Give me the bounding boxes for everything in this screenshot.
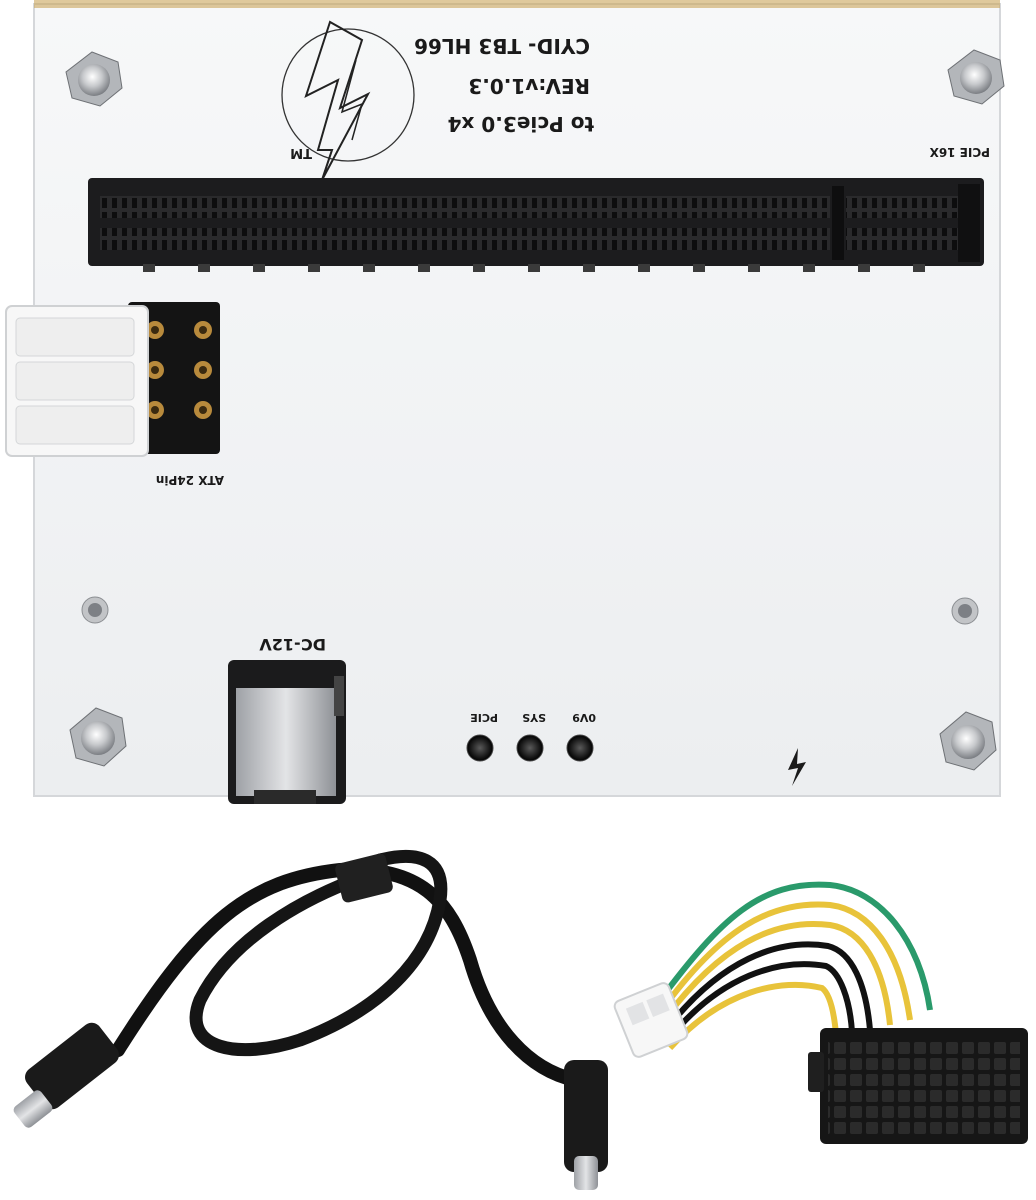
mounting-hole-left [81,596,109,624]
mounting-nut-top-right [947,49,1005,105]
lightning-bolt-circle-icon [281,20,415,181]
usb-c-plug-right [564,1060,608,1190]
board-model-label: CYID- TB3 HL66 [414,34,590,58]
led-pcie-indicator [466,734,494,762]
led-0v9-label: 0V9 [572,711,596,724]
atx-label: ATX 24Pin [155,473,224,487]
thunderbolt-icon [788,748,806,786]
mounting-nut-bottom-right [939,711,997,771]
dc-12v-jack [228,660,346,804]
led-sys-indicator [516,734,544,762]
atx-adapter-cable [657,881,933,1051]
trademark-label: TM [290,145,312,160]
led-sys-label: SYS [522,711,546,724]
pcie-slot-label: PCIE 16X [929,145,990,159]
thunderbolt-cable [111,849,582,1087]
led-pcie-label: PCIE [470,711,498,724]
atx-24pin-plug [808,1028,1028,1144]
board-revision-label: REV:v1.0.3 [468,74,590,98]
slot-solder-pads [143,264,925,272]
dc-label: DC-12V [259,635,326,654]
white-power-plug [5,305,149,457]
mounting-nut-bottom-left [69,707,127,767]
atx-power-header [128,302,220,454]
small-white-plug [613,982,689,1058]
mounting-hole-right [951,597,979,625]
mounting-nut-top-left [65,51,123,107]
led-0v9-indicator [566,734,594,762]
board-interface-label: to Pcie3.0 x4 [447,112,594,136]
usb-c-plug-left [13,1022,119,1128]
pcie-x16-slot [88,178,984,266]
